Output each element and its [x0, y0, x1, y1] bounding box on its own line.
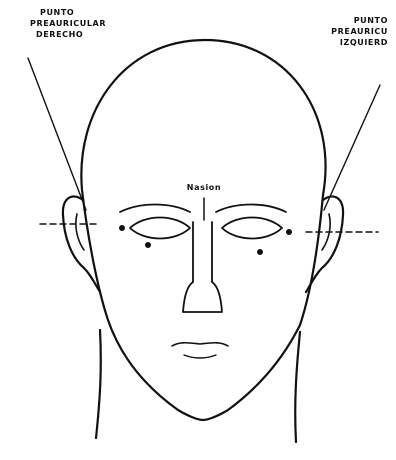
nasion-label: Nasion	[176, 182, 232, 193]
neck-left	[96, 330, 101, 438]
nasion-label-text: Nasion	[187, 183, 221, 192]
right-eyebrow	[120, 205, 190, 213]
right-orbital-dot	[119, 225, 125, 231]
left-preauricular-line-1: PUNTO	[300, 15, 388, 26]
nose-bridge	[193, 222, 212, 282]
right-preauricular-leader	[28, 58, 86, 210]
right-preauricular-line-1: PUNTO	[30, 7, 106, 18]
left-preauricular-line-3: IZQUIERD	[300, 37, 388, 48]
left-preauricular-leader	[324, 85, 380, 210]
mouth	[172, 343, 228, 346]
lower-lip	[184, 355, 216, 358]
left-infraorbital-dot	[257, 249, 263, 255]
right-eye	[130, 218, 190, 239]
left-orbital-dot	[286, 229, 292, 235]
right-preauricular-line-3: DERECHO	[30, 29, 106, 40]
left-eyebrow	[216, 205, 286, 213]
left-eye	[222, 218, 282, 239]
right-preauricular-label: PUNTO PREAURICULAR DERECHO	[30, 7, 106, 40]
left-preauricular-label: PUNTO PREAURICU IZQUIERD	[300, 15, 388, 48]
neck-right	[295, 332, 300, 442]
right-preauricular-line-2: PREAURICULAR	[30, 18, 106, 29]
right-infraorbital-dot	[145, 242, 151, 248]
right-ear-inner	[76, 214, 84, 250]
left-preauricular-line-2: PREAURICU	[300, 26, 388, 37]
nose-tip	[183, 282, 222, 312]
